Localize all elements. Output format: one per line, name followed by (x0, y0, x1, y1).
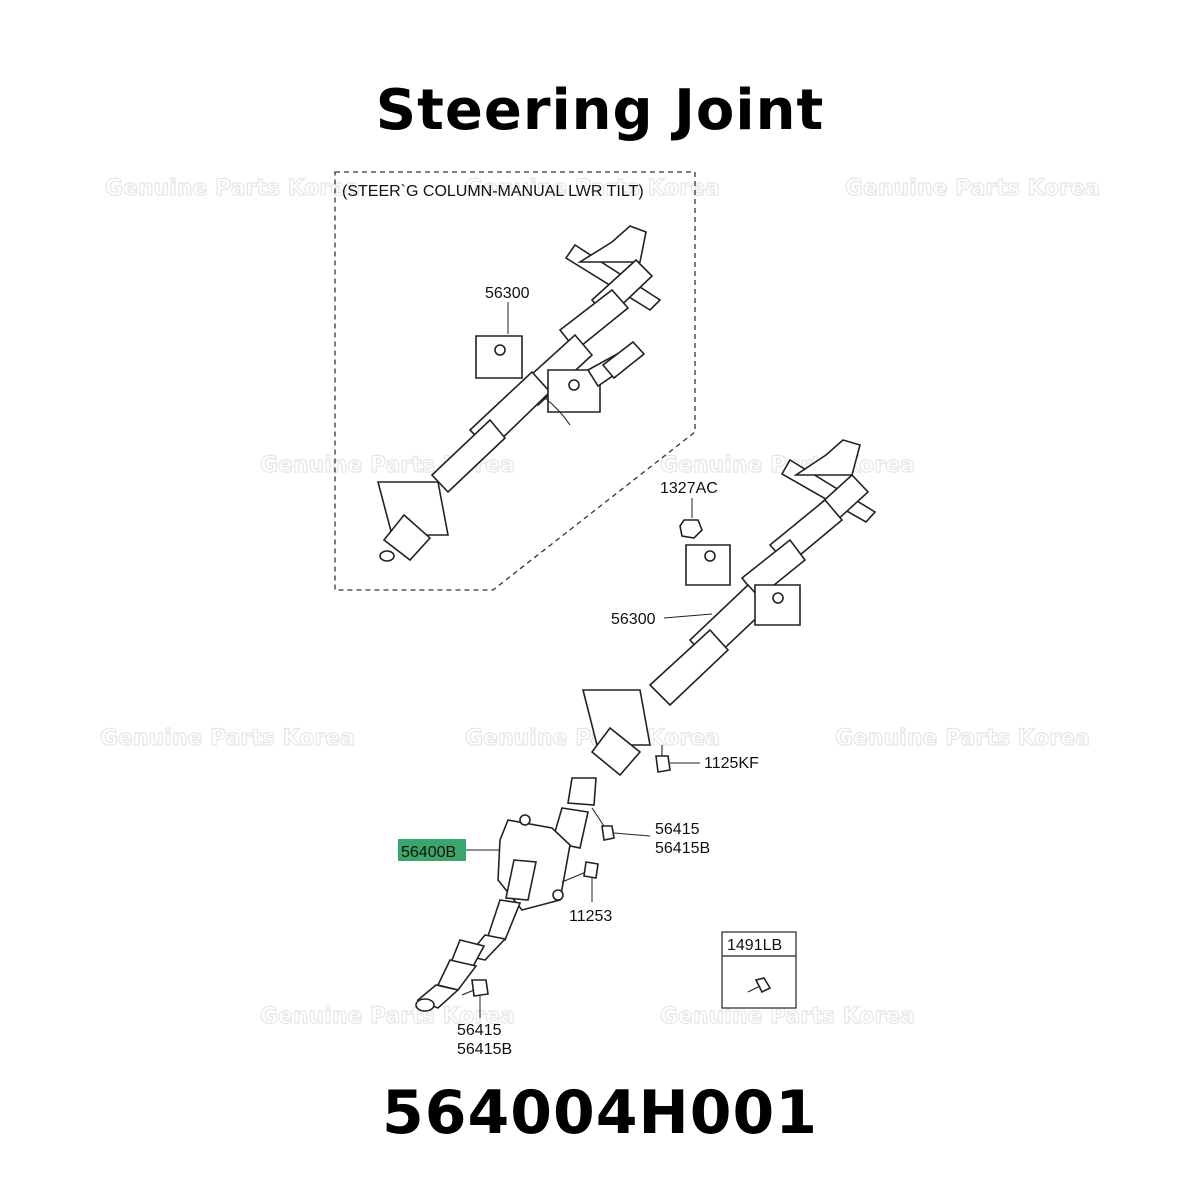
label-bolt-lower-a: 56415 (457, 1022, 502, 1039)
watermark-text: Genuine Parts Korea (465, 176, 720, 201)
watermark-text: Genuine Parts Korea (100, 726, 355, 751)
watermark-text: Genuine Parts Korea (105, 176, 360, 201)
inset-steering-column (376, 225, 662, 562)
label-bolt-upper-b: 56415B (655, 840, 710, 857)
inset-frame (334, 171, 696, 591)
inset-caption: (STEER`G COLUMN-MANUAL LWR TILT) (342, 183, 644, 200)
label-joint: 56400B (401, 844, 456, 861)
watermarks: Genuine Parts Korea Genuine Parts Korea … (99, 175, 1100, 1029)
page-title: Steering Joint (375, 78, 825, 143)
label-nut: 1327AC (660, 480, 718, 497)
main-steering-column (581, 439, 877, 777)
label-bolt-column: 1125KF (704, 755, 759, 772)
universal-joint-assembly (415, 777, 597, 1012)
watermark-text: Genuine Parts Korea (845, 176, 1100, 201)
watermark-text: Genuine Parts Korea (465, 726, 720, 751)
watermark-text: Genuine Parts Korea (260, 1004, 515, 1029)
nut-1327ac (679, 519, 703, 539)
joint-label-highlight (398, 839, 466, 861)
bolt-56415-upper (591, 807, 615, 841)
label-bolt-cover: 11253 (569, 908, 612, 925)
label-bolt-upper-a: 56415 (655, 821, 700, 838)
bolt-56415-lower (461, 979, 489, 997)
leader-column (663, 613, 713, 619)
label-box-title: 1491LB (727, 937, 782, 954)
part-number: 564004H001 (382, 1078, 818, 1148)
bolt-11253 (561, 861, 599, 883)
label-bolt-lower-b: 56415B (457, 1041, 512, 1058)
leader-bolt-upper (613, 832, 651, 837)
part-box-1491lb (721, 931, 797, 1009)
bolt-1125kf (655, 745, 671, 773)
watermark-text: Genuine Parts Korea (835, 726, 1090, 751)
label-column: 56300 (611, 611, 656, 628)
label-inset-column: 56300 (485, 285, 530, 302)
